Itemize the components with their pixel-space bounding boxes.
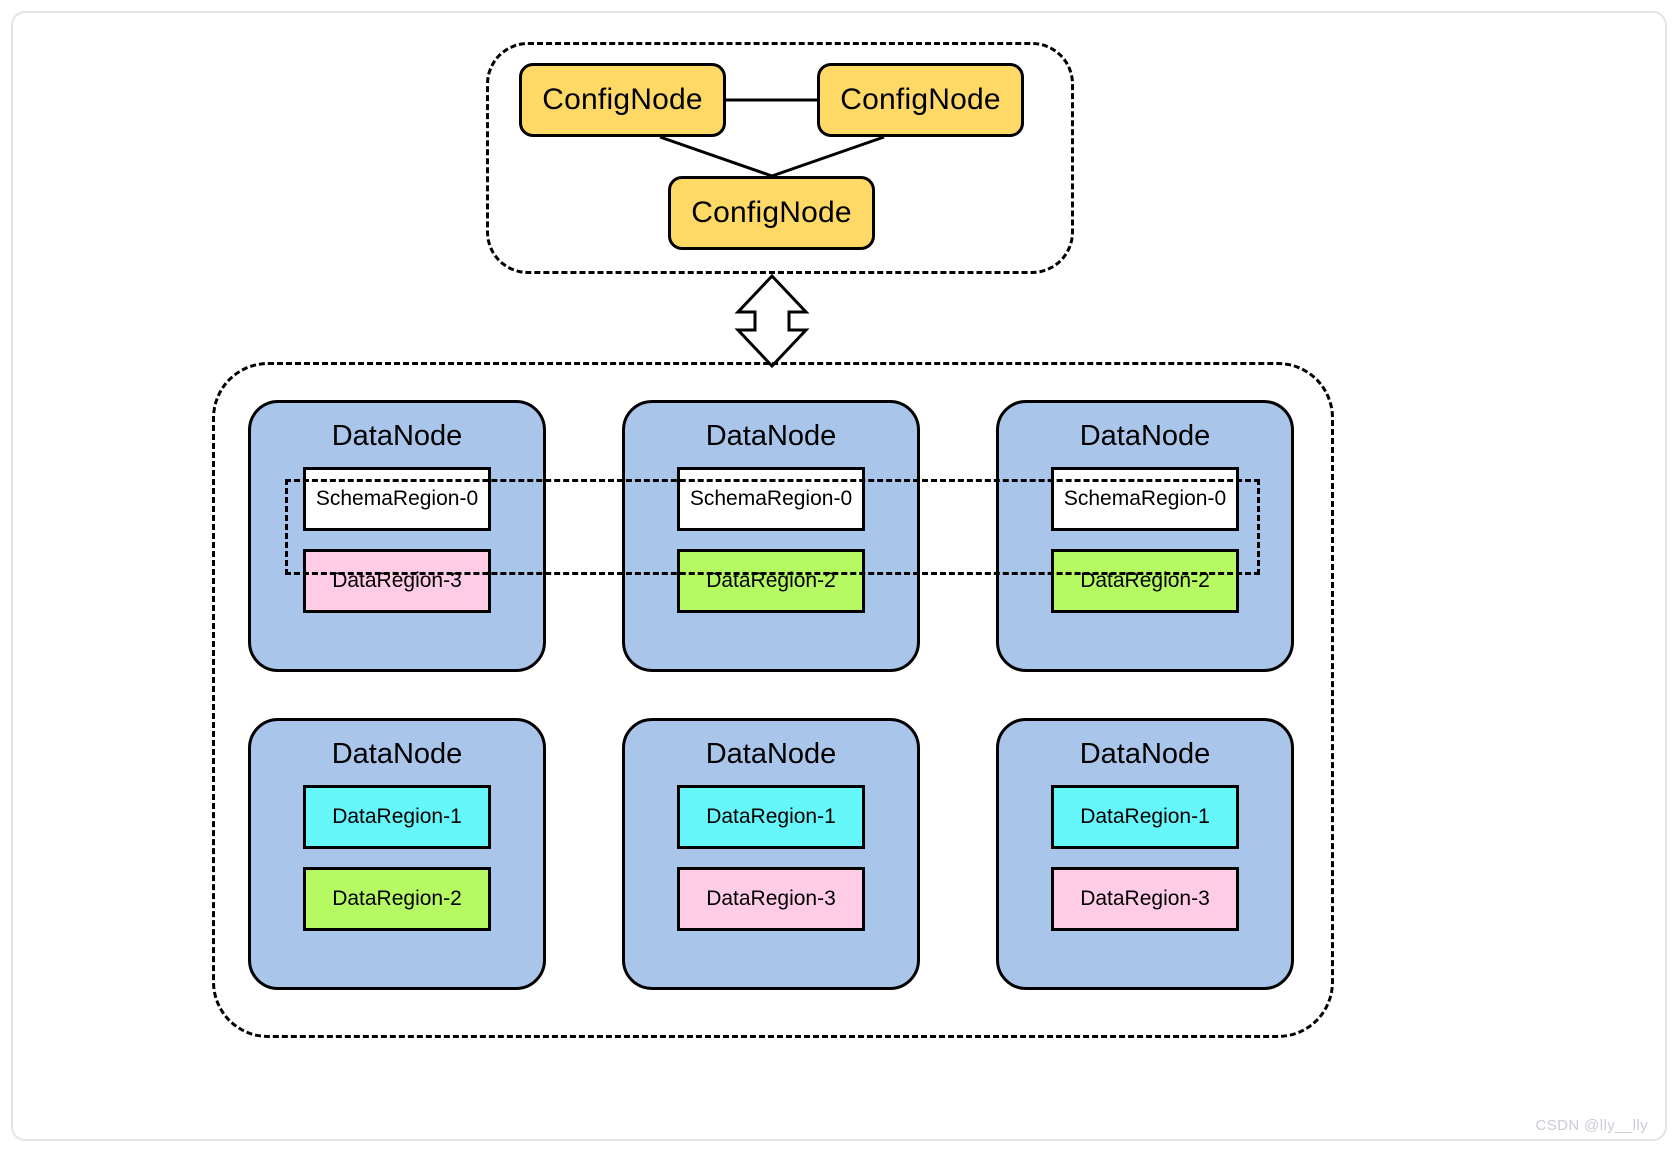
datanode-title: DataNode <box>705 738 837 770</box>
datanode-cluster <box>212 362 1334 1038</box>
schemaregion-box[interactable]: SchemaRegion-0 <box>677 466 865 531</box>
datanode-card-r2c1[interactable]: DataNode DataRegion-1 DataRegion-2 <box>248 718 546 990</box>
datanode-title: DataNode <box>705 420 837 452</box>
dataregion-box[interactable]: DataRegion-1 <box>1051 784 1239 849</box>
dataregion-label: DataRegion-2 <box>706 568 836 592</box>
dataregion-box[interactable]: DataRegion-1 <box>677 784 865 849</box>
dataregion-label: DataRegion-2 <box>332 886 462 910</box>
datanode-card-r2c3[interactable]: DataNode DataRegion-1 DataRegion-3 <box>996 718 1294 990</box>
dataregion-label: DataRegion-3 <box>332 568 462 592</box>
dataregion-box[interactable]: DataRegion-1 <box>303 784 491 849</box>
datanode-card-r1c3[interactable]: DataNode SchemaRegion-0 DataRegion-2 <box>996 400 1294 672</box>
dataregion-label: DataRegion-1 <box>706 804 836 828</box>
datanode-title: DataNode <box>331 420 463 452</box>
schemaregion-label: SchemaRegion-0 <box>315 486 479 510</box>
watermark-text: CSDN @lly__lly <box>1535 1117 1648 1134</box>
dataregion-box[interactable]: DataRegion-3 <box>677 866 865 931</box>
dataregion-label: DataRegion-2 <box>1080 568 1210 592</box>
datanode-title: DataNode <box>1079 420 1211 452</box>
schemaregion-box[interactable]: SchemaRegion-0 <box>1051 466 1239 531</box>
dataregion-box[interactable]: DataRegion-2 <box>1051 548 1239 613</box>
bidirectional-block-arrow <box>734 273 810 369</box>
datanode-title: DataNode <box>331 738 463 770</box>
confignode-box-3[interactable]: ConfigNode <box>668 176 875 250</box>
dataregion-label: DataRegion-3 <box>706 886 836 910</box>
dataregion-box[interactable]: DataRegion-3 <box>303 548 491 613</box>
confignode-box-1[interactable]: ConfigNode <box>519 63 726 137</box>
confignode-cluster <box>486 42 1074 274</box>
datanode-card-r2c2[interactable]: DataNode DataRegion-1 DataRegion-3 <box>622 718 920 990</box>
confignode-label: ConfigNode <box>542 83 703 116</box>
schemaregion-label: SchemaRegion-0 <box>1063 486 1227 510</box>
confignode-box-2[interactable]: ConfigNode <box>817 63 1024 137</box>
dataregion-label: DataRegion-1 <box>1080 804 1210 828</box>
confignode-label: ConfigNode <box>840 83 1001 116</box>
schemaregion-box[interactable]: SchemaRegion-0 <box>303 466 491 531</box>
datanode-card-r1c1[interactable]: DataNode SchemaRegion-0 DataRegion-3 <box>248 400 546 672</box>
dataregion-box[interactable]: DataRegion-2 <box>303 866 491 931</box>
dataregion-label: DataRegion-1 <box>332 804 462 828</box>
dataregion-label: DataRegion-3 <box>1080 886 1210 910</box>
dataregion-box[interactable]: DataRegion-2 <box>677 548 865 613</box>
confignode-label: ConfigNode <box>691 196 852 229</box>
dataregion-box[interactable]: DataRegion-3 <box>1051 866 1239 931</box>
schemaregion-label: SchemaRegion-0 <box>689 486 853 510</box>
datanode-card-r1c2[interactable]: DataNode SchemaRegion-0 DataRegion-2 <box>622 400 920 672</box>
datanode-title: DataNode <box>1079 738 1211 770</box>
